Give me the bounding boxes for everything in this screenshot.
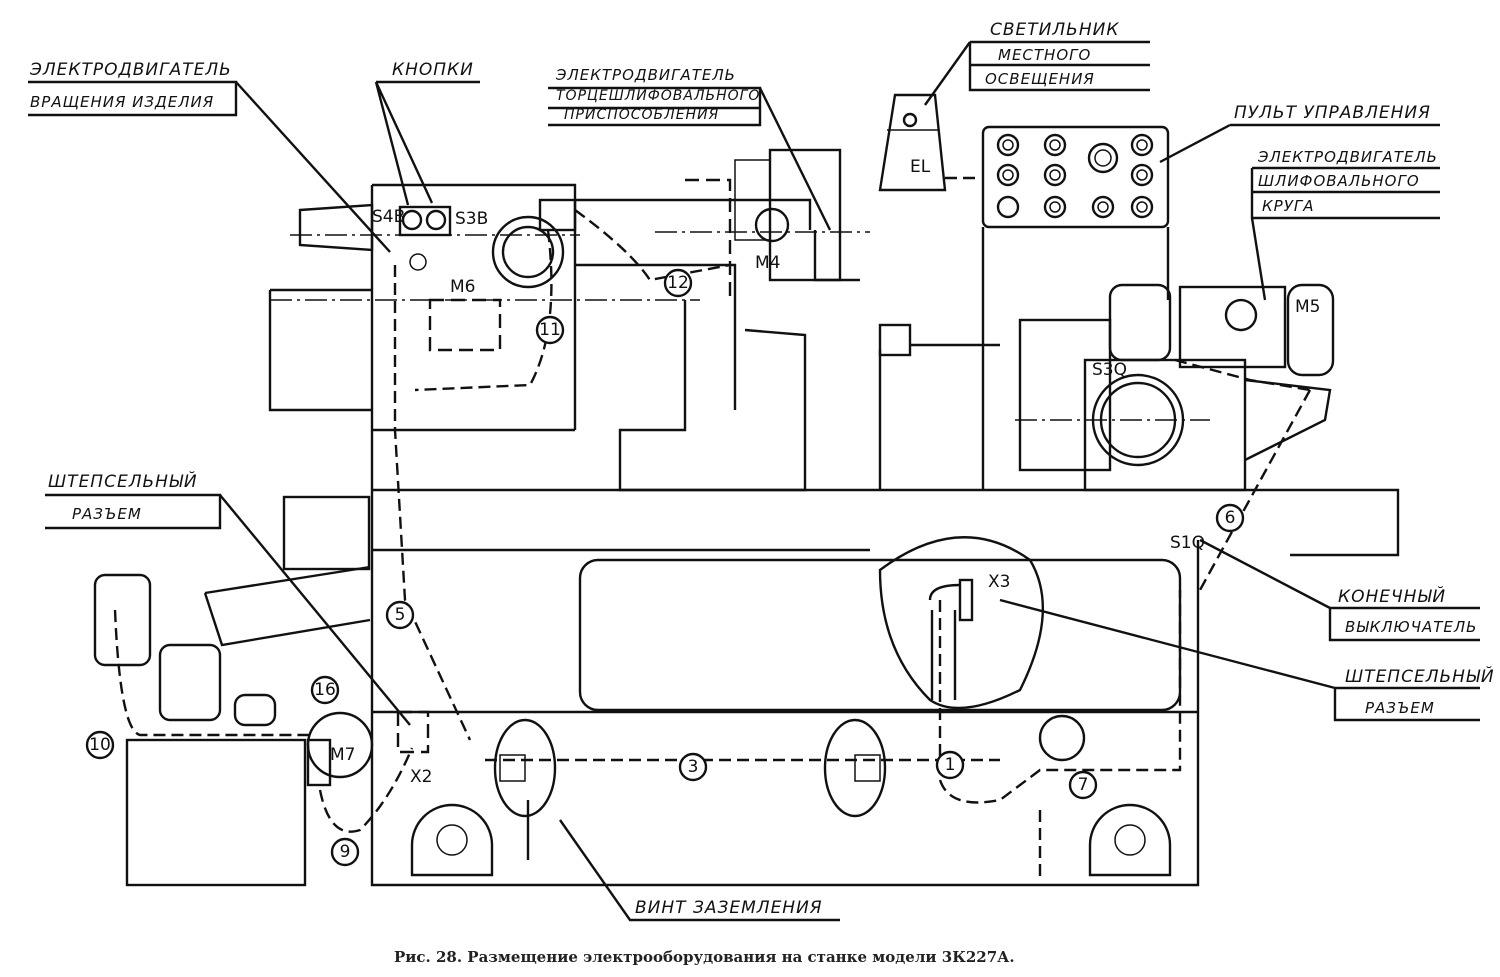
label-el: EL	[910, 157, 931, 177]
cable-marker-number: 5	[395, 605, 406, 625]
panel-button-icon	[1130, 163, 1154, 187]
panel-button-inner-icon	[1136, 139, 1148, 151]
cable-marker-circle	[1215, 503, 1245, 533]
cable-marker-circle	[663, 268, 693, 298]
machine-base	[203, 428, 1400, 887]
panel-button-inner-icon	[1002, 139, 1014, 151]
cable-marker-number: 9	[340, 842, 351, 862]
callout-local-light-line2: местного	[998, 46, 1092, 64]
designation-labels: S4B S3B M6 M4 M5 M7 EL S3Q S1Q X2 X3	[330, 157, 1320, 787]
callout-plug-connector-right-line2: разъем	[1365, 699, 1435, 717]
panel-button-inner-icon	[1097, 201, 1109, 213]
label-s3q: S3Q	[1092, 360, 1127, 380]
cable-marker-number: 6	[1225, 508, 1236, 528]
callout-face-grinding-motor-line3: приспособления	[564, 107, 720, 123]
panel-button-inner-icon	[1049, 201, 1061, 213]
ground-screw-cutaways	[493, 714, 1086, 860]
callout-grinding-wheel-motor-line3: круга	[1262, 197, 1315, 215]
cable-marker-number: 11	[539, 320, 561, 340]
panel-button-icon	[1043, 195, 1067, 219]
control-panel	[981, 125, 1170, 490]
cable-marker-number: 16	[314, 680, 336, 700]
cable-marker-circle	[935, 750, 965, 780]
panel-button-icon	[996, 133, 1020, 157]
panel-button-icon	[1091, 195, 1115, 219]
face-grinding-attachment	[575, 148, 870, 492]
panel-button-icon	[1087, 142, 1119, 174]
callout-local-light-line1: Светильник	[990, 20, 1120, 40]
cable-marker-number: 3	[688, 757, 699, 777]
callout-ground-screw: Винт заземления	[635, 898, 823, 918]
callout-workpiece-motor-line2: вращения изделия	[30, 93, 215, 111]
cable-marker-circle	[678, 752, 708, 782]
cable-runs	[393, 209, 1312, 880]
panel-button-inner-icon	[1049, 139, 1061, 151]
label-x3: X3	[988, 572, 1010, 592]
callout-face-grinding-motor-line1: Электродвигатель	[556, 66, 736, 84]
wheelhead	[878, 283, 1335, 492]
cable-marker-circle	[85, 730, 115, 760]
panel-button-inner-icon	[1049, 169, 1061, 181]
panel-button-inner-icon	[1136, 169, 1148, 181]
callout-workpiece-motor-line1: Электродвигатель	[30, 60, 232, 80]
connector-x3-cutaway	[878, 536, 1045, 710]
cable-marker-number: 7	[1078, 775, 1089, 795]
local-light-fixture	[878, 93, 975, 192]
label-m4: M4	[755, 253, 780, 273]
cable-marker-circle	[385, 600, 415, 630]
callout-buttons: Кнопки	[392, 60, 474, 80]
panel-button-icon	[1043, 163, 1067, 187]
label-m6: M6	[450, 277, 475, 297]
label-s3b: S3B	[455, 209, 488, 229]
callout-face-grinding-motor-line2: торцешлифовального	[556, 88, 761, 104]
coolant-pump	[93, 573, 430, 887]
cable-marker-circle	[310, 675, 340, 705]
panel-button-icon	[996, 163, 1020, 187]
callout-grinding-wheel-motor-line1: Электродвигатель	[1258, 148, 1438, 166]
cable-marker-circle	[330, 837, 360, 867]
panel-button-icon	[1130, 133, 1154, 157]
panel-button-inner-icon	[1136, 201, 1148, 213]
figure-caption: Рис. 28. Размещение электрооборудования …	[394, 948, 1015, 966]
label-x2: X2	[410, 767, 432, 787]
callout-plug-connector-right-line1: Штепсельный	[1345, 667, 1495, 687]
panel-button-inner-icon	[1094, 149, 1112, 167]
leader-lines	[28, 40, 1480, 922]
panel-button-inner-icon	[1002, 169, 1014, 181]
cable-number-markers: 1 3 5 6 7 9 10 11 12 16	[85, 268, 1245, 867]
callout-plug-connector-left-line1: Штепсельный	[48, 472, 198, 492]
panel-button-icon	[996, 195, 1020, 219]
cable-marker-circle	[535, 315, 565, 345]
label-m7: M7	[330, 745, 355, 765]
callout-local-light-line3: освещения	[985, 70, 1095, 88]
callout-limit-switch-line2: выключатель	[1345, 618, 1478, 636]
panel-button-icon	[1043, 133, 1067, 157]
label-m5: M5	[1295, 297, 1320, 317]
label-s1q: S1Q	[1170, 533, 1205, 553]
cable-marker-circle	[1068, 770, 1098, 800]
callout-limit-switch-line1: Конечный	[1338, 587, 1447, 607]
label-s4b: S4B	[372, 207, 405, 227]
panel-button-icon	[1130, 195, 1154, 219]
cable-marker-number: 1	[945, 755, 956, 775]
cable-marker-number: 12	[667, 273, 689, 293]
cable-marker-number: 10	[89, 735, 111, 755]
callout-plug-connector-left-line2: разъем	[72, 505, 142, 523]
callout-control-panel: Пульт управления	[1234, 103, 1431, 123]
callout-grinding-wheel-motor-line2: шлифовального	[1258, 172, 1420, 190]
